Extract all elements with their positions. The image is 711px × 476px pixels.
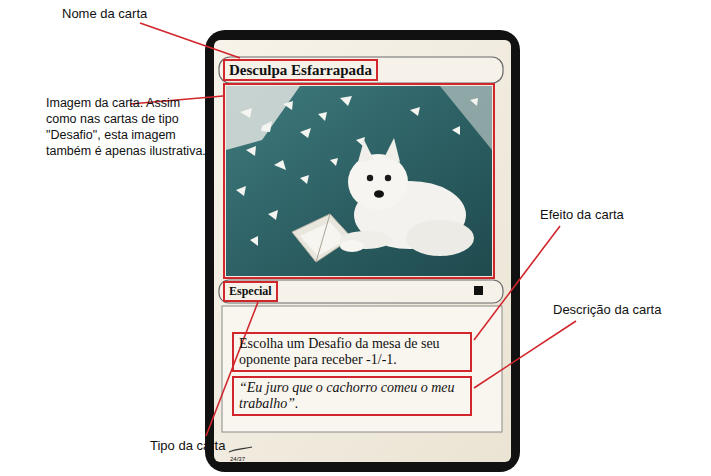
card-number: 24/37: [230, 455, 245, 463]
annotation-label: Nome da carta: [62, 6, 147, 22]
text-box: [222, 306, 502, 432]
card-face: [214, 40, 511, 462]
leader-lines: [130, 23, 576, 436]
name-bar: [219, 57, 503, 83]
card-text: Especial: [229, 284, 272, 299]
card-text: Desculpa Esfarrapada: [229, 61, 372, 79]
annotation-label: Descrição da carta: [553, 302, 661, 318]
leader-line: [140, 23, 240, 58]
card-effect-box: Escolha um Desafio da mesa de seu oponen…: [232, 332, 472, 372]
image-highlight: [224, 84, 494, 278]
card-border: [205, 30, 520, 472]
type-bar: [219, 280, 503, 303]
artist-mark: [229, 447, 252, 452]
card-text: Escolha um Desafio da mesa de seu oponen…: [239, 336, 465, 368]
card-type-box: Especial: [223, 281, 278, 302]
annotation-label: Imagem da carta. Assim como nas cartas d…: [46, 95, 206, 159]
set-symbol: [474, 286, 483, 295]
dog-photo: [226, 86, 492, 276]
leader-line: [474, 226, 560, 340]
annotation-label: Efeito da carta: [540, 207, 624, 223]
card-description-box: “Eu juro que o cachorro comeu o meu trab…: [232, 376, 472, 416]
card-text: “Eu juro que o cachorro comeu o meu trab…: [239, 380, 465, 412]
leader-line: [474, 321, 576, 388]
card-name-box: Desculpa Esfarrapada: [223, 59, 378, 81]
annotation-label: Tipo da carta: [150, 438, 225, 454]
